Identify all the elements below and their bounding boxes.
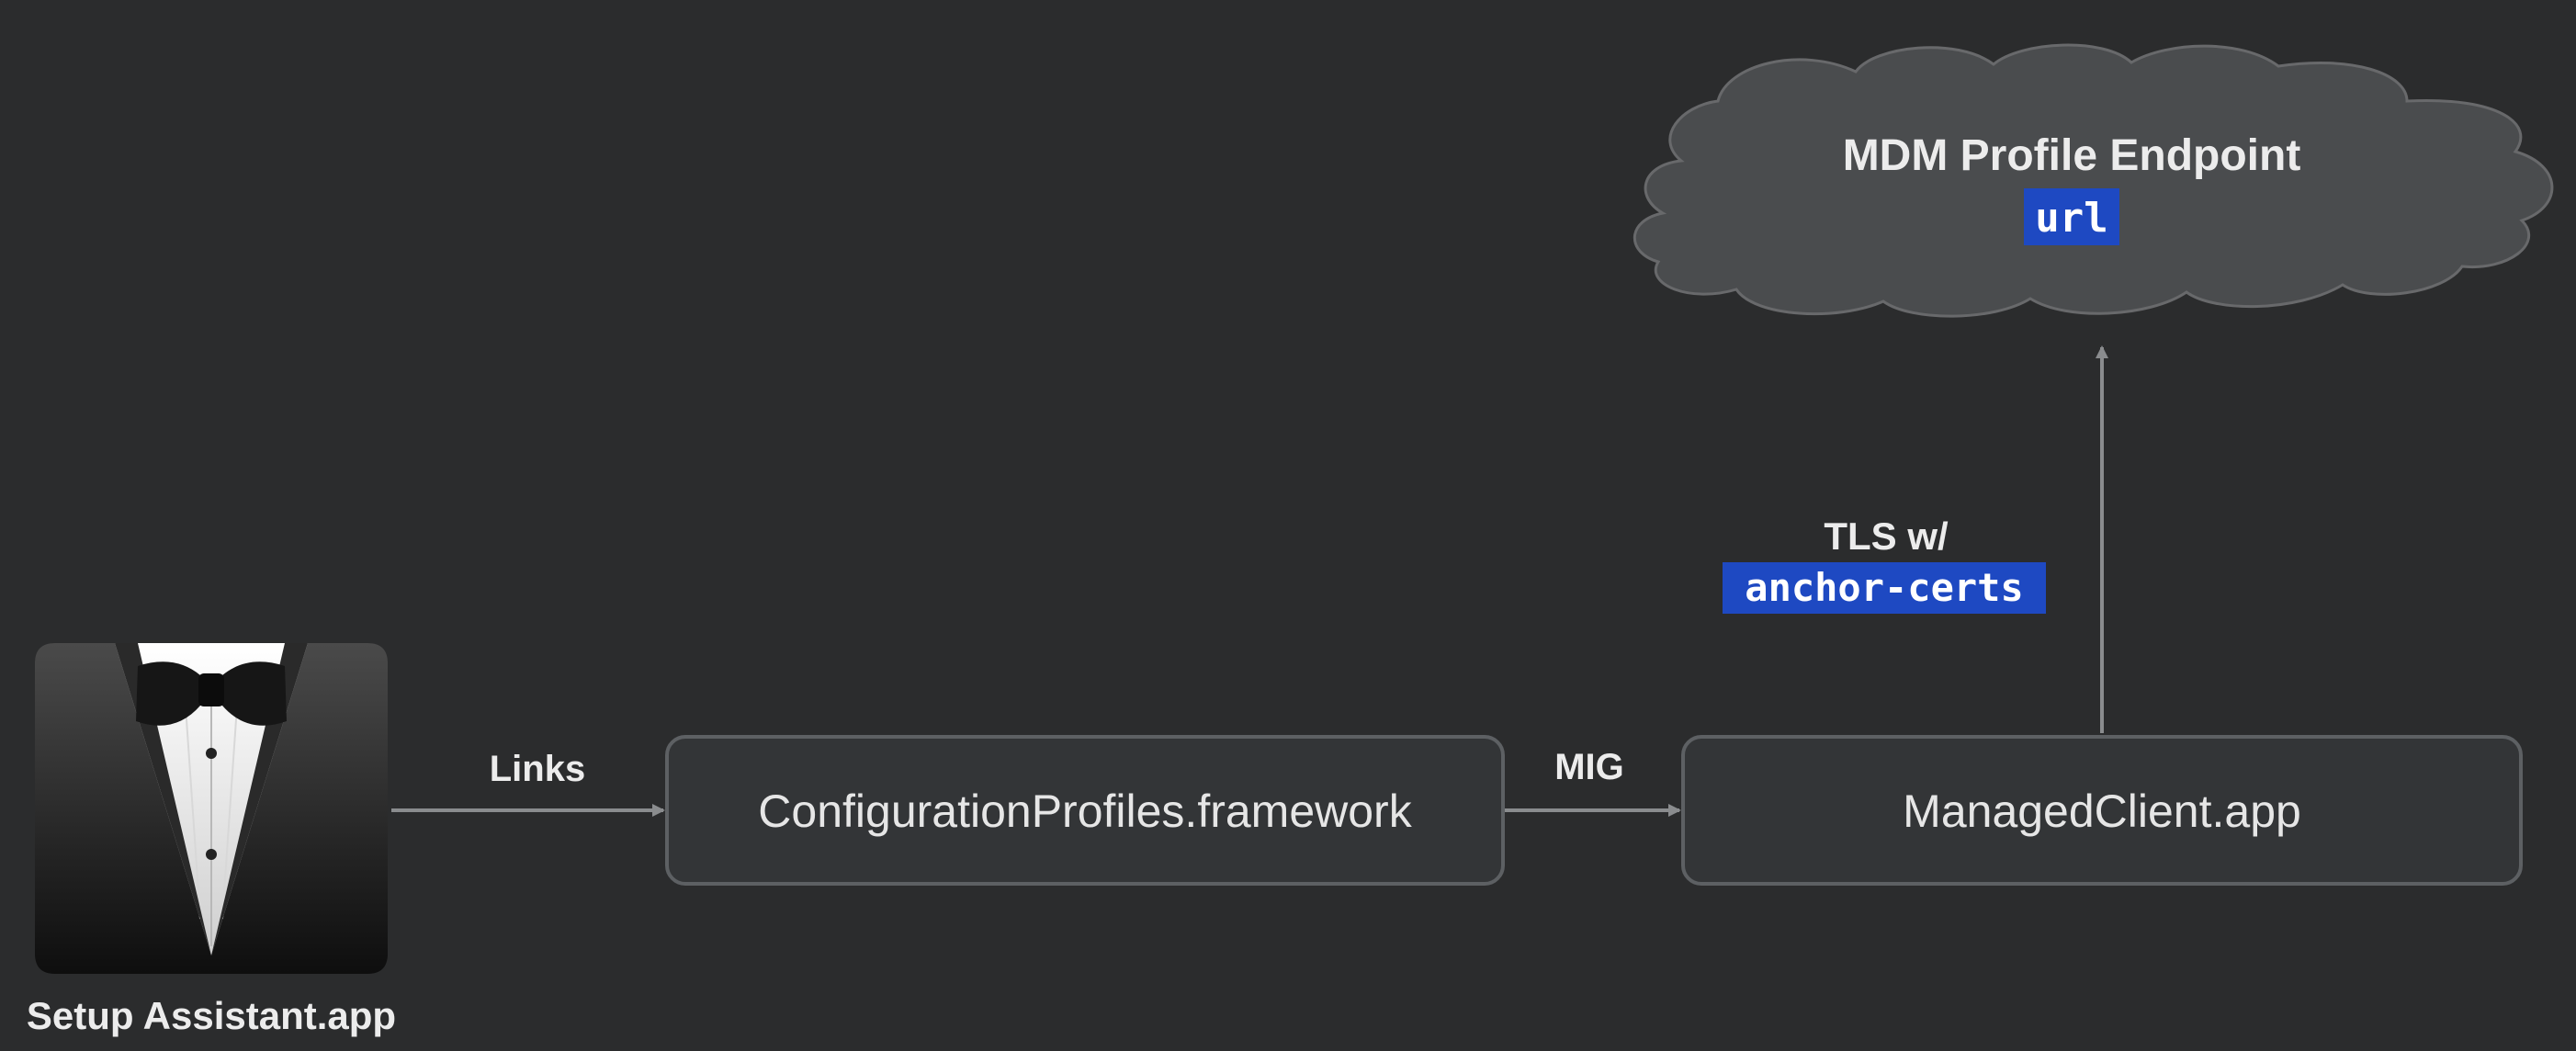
endpoint-code: url [2035,195,2107,242]
tls-code-highlight [1723,562,2046,614]
endpoint-code-highlight [2024,188,2119,245]
tuxedo-icon [35,643,388,974]
managed-client-app-node[interactable]: ManagedClient.app [1681,735,2523,886]
configuration-profiles-label: ConfigurationProfiles.framework [758,785,1412,837]
setup-assistant-app[interactable]: Setup Assistant.app [27,643,396,1037]
links-label: Links [490,749,585,789]
setup-assistant-label: Setup Assistant.app [27,994,396,1037]
managed-client-label: ManagedClient.app [1903,785,2301,837]
mdm-profile-endpoint-cloud: MDM Profile Endpoint url [1633,43,2554,318]
managed-client-box [1681,735,2523,886]
cloud-shape [1633,43,2554,318]
endpoint-title: MDM Profile Endpoint [1843,131,2301,180]
mig-label: MIG [1554,747,1624,787]
configuration-profiles-framework-node[interactable]: ConfigurationProfiles.framework [665,735,1505,886]
tls-code: anchor-certs [1745,565,2023,610]
configuration-profiles-box [665,735,1505,886]
tls-label: TLS w/ [1824,514,1949,558]
